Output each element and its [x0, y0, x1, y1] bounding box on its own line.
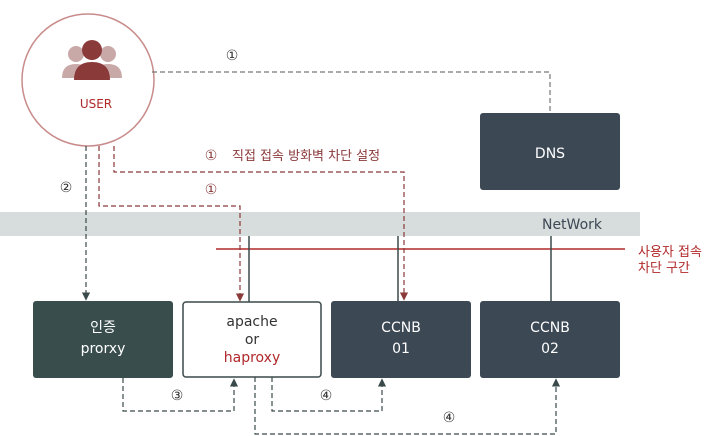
block-zone-label-line2: 차단 구간: [638, 261, 690, 276]
connector-auth-apache: [122, 378, 239, 412]
block-zone-label-line1: 사용자 접속: [638, 245, 702, 260]
auth-proxy-label-line2: prorxy: [81, 341, 126, 357]
connector-user-dns: [152, 71, 551, 113]
connector-apache-ccnb02: [254, 377, 561, 435]
step4-ccnb01-marker: ④: [320, 388, 333, 404]
connector-user-apache: [98, 146, 245, 302]
dns-label: DNS: [535, 146, 565, 162]
apache-label-line2: or: [245, 332, 260, 348]
ccnb01-label-line2: 01: [392, 341, 410, 357]
step1-apache-marker: ①: [205, 182, 218, 198]
apache-box: [182, 301, 322, 378]
dns-box: [480, 113, 620, 190]
ccnb01-label-line1: CCNB: [381, 320, 421, 336]
ccnb02-box: [480, 301, 620, 378]
user-label: USER: [80, 97, 112, 111]
ccnb02-label-line2: 02: [541, 341, 559, 357]
connector-user-ccnb01: [113, 146, 409, 301]
step4-ccnb02-marker: ④: [443, 410, 456, 426]
network-band: [0, 212, 640, 236]
auth-proxy-box: [33, 301, 173, 378]
apache-label-line3: haproxy: [224, 350, 281, 366]
ccnb02-label-line1: CCNB: [530, 320, 570, 336]
step1-dns-marker: ①: [226, 48, 239, 64]
network-label: NetWork: [542, 217, 603, 233]
ccnb01-box: [331, 301, 471, 378]
connector-apache-ccnb01: [271, 377, 387, 412]
step2-marker: ②: [60, 180, 73, 196]
auth-proxy-label-line1: 인증: [90, 320, 116, 336]
firewall-note: 직접 접속 방화벽 차단 설정: [232, 149, 380, 164]
step3-marker: ③: [171, 388, 184, 404]
step1-firewall-marker: ①: [205, 148, 218, 164]
apache-label-line1: apache: [226, 314, 277, 330]
users-icon: [62, 40, 122, 80]
